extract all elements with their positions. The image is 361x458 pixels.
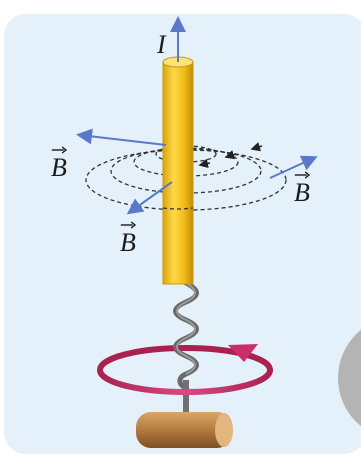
field-label-left: B — [51, 155, 67, 181]
vector-arrow-icon — [120, 221, 136, 229]
vector-arrow-icon — [294, 171, 310, 179]
current-wire — [163, 62, 193, 284]
field-label-bottom: B — [120, 230, 136, 256]
field-label-right: B — [294, 180, 310, 206]
handle-end — [215, 413, 233, 447]
field-symbol: B — [120, 228, 136, 257]
current-label: I — [157, 32, 166, 58]
vector-notation: B — [51, 155, 67, 181]
corkscrew-shaft — [183, 380, 189, 415]
vector-notation: B — [120, 230, 136, 256]
vector-arrow-icon — [51, 146, 67, 154]
field-symbol: B — [51, 153, 67, 182]
field-symbol: B — [294, 178, 310, 207]
vector-notation: B — [294, 180, 310, 206]
